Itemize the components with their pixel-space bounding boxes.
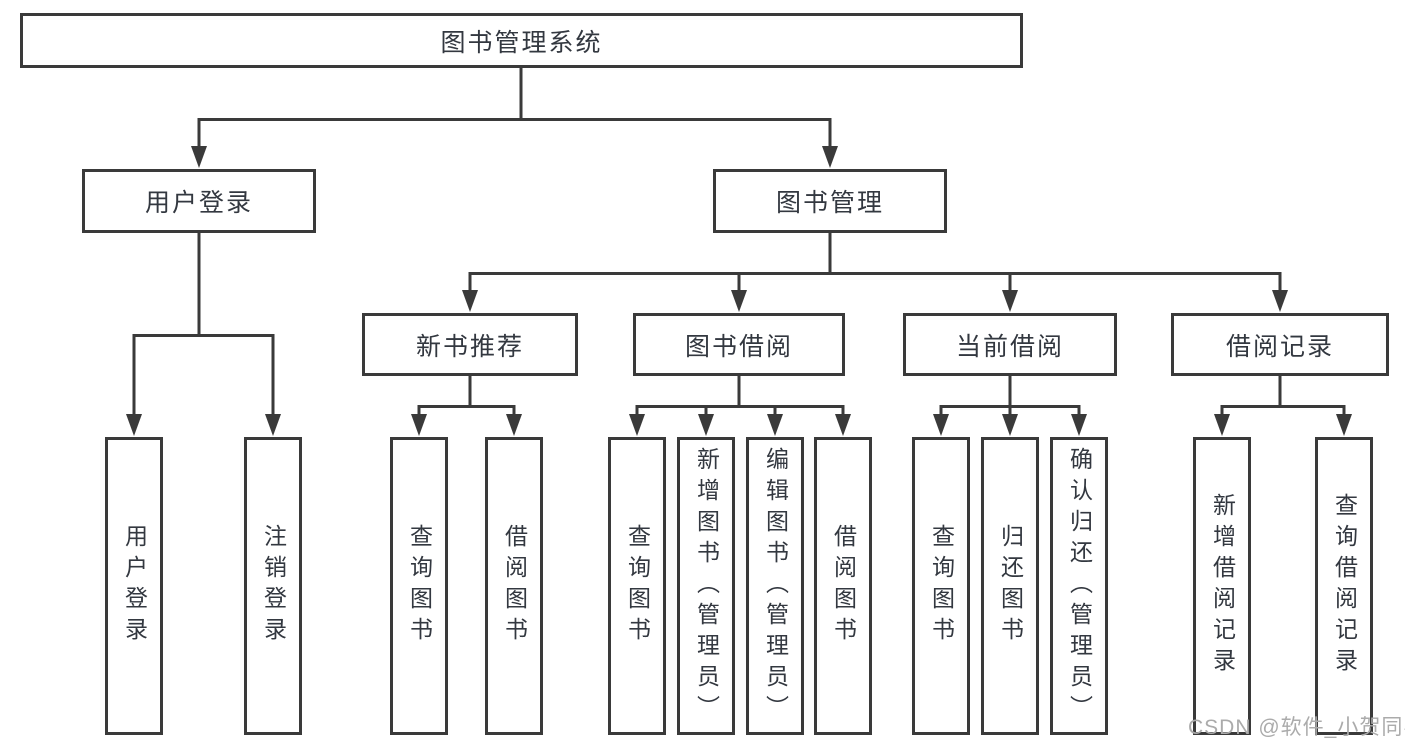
leaf-user-login: 用户登录 — [105, 437, 163, 735]
leaf-label: 查询图书 — [928, 524, 955, 648]
leaf-label: 借阅图书 — [501, 524, 528, 648]
node-current-borrow: 当前借阅 — [903, 313, 1117, 376]
leaf-label: 用户登录 — [121, 524, 148, 648]
node-library-management-system: 图书管理系统 — [20, 13, 1023, 68]
node-label: 当前借阅 — [955, 332, 1064, 361]
node-label: 图书管理系统 — [440, 28, 603, 57]
node-book-management: 图书管理 — [713, 169, 947, 233]
leaf-label: 查询图书 — [624, 524, 651, 648]
node-user-login: 用户登录 — [82, 169, 316, 233]
csdn-watermark: CSDN @软件_小贺同学 — [1188, 716, 1405, 739]
leaf-logout: 注销登录 — [244, 437, 302, 735]
node-label: 借阅记录 — [1225, 332, 1334, 361]
leaf-edit-book-admin: 编辑图书（管理员） — [746, 437, 804, 735]
node-label: 图书借阅 — [684, 332, 793, 361]
leaf-confirm-return-admin: 确认归还（管理员） — [1050, 437, 1108, 735]
leaf-add-borrow-record: 新增借阅记录 — [1193, 437, 1251, 735]
leaf-label: 查询图书 — [406, 524, 433, 648]
node-borrow-records: 借阅记录 — [1171, 313, 1389, 376]
leaf-label: 新增图书（管理员） — [693, 446, 720, 726]
node-label: 用户登录 — [144, 189, 253, 217]
leaf-label: 编辑图书（管理员） — [762, 446, 789, 726]
leaf-query-books-current: 查询图书 — [912, 437, 970, 735]
leaf-label: 查询借阅记录 — [1331, 493, 1358, 679]
leaf-return-book: 归还图书 — [981, 437, 1039, 735]
leaf-query-borrow-record: 查询借阅记录 — [1315, 437, 1373, 735]
node-label: 图书管理 — [775, 189, 884, 217]
leaf-label: 确认归还（管理员） — [1066, 446, 1093, 726]
node-label: 新书推荐 — [415, 332, 524, 361]
leaf-query-books-borrow: 查询图书 — [608, 437, 666, 735]
leaf-borrow-books: 借阅图书 — [814, 437, 872, 735]
leaf-label: 借阅图书 — [830, 524, 857, 648]
leaf-label: 新增借阅记录 — [1209, 493, 1236, 679]
leaf-add-book-admin: 新增图书（管理员） — [677, 437, 735, 735]
leaf-label: 注销登录 — [260, 524, 287, 648]
leaf-label: 归还图书 — [997, 524, 1024, 648]
leaf-query-books-recommend: 查询图书 — [390, 437, 448, 735]
node-new-book-recommend: 新书推荐 — [362, 313, 578, 376]
leaf-borrow-books-recommend: 借阅图书 — [485, 437, 543, 735]
node-book-borrow: 图书借阅 — [633, 313, 845, 376]
